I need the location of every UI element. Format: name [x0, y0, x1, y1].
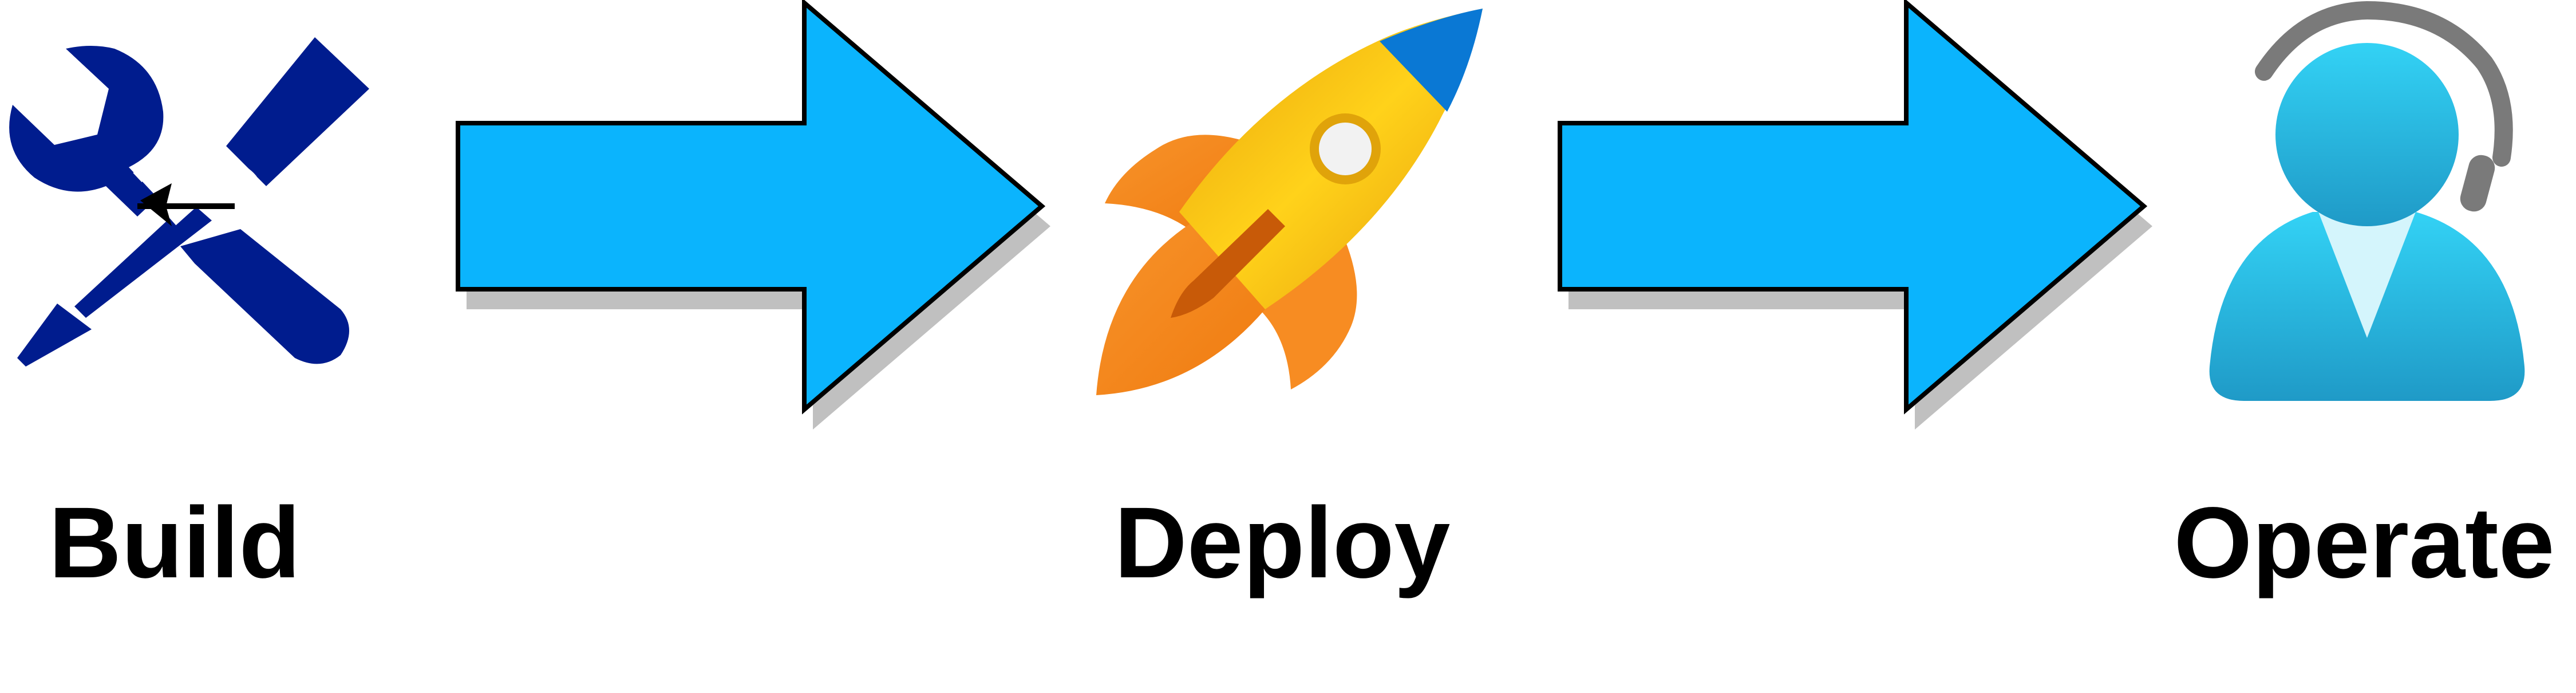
- tools-gap: [133, 124, 257, 226]
- tools-arrowhead: [140, 183, 172, 226]
- rocket-stripe: [1171, 209, 1285, 318]
- headset-band: [2255, 1, 2513, 167]
- arrow-body: [456, 0, 1046, 415]
- screwdriver-shaft: [74, 200, 212, 318]
- flow-arrow-1: [456, 0, 1050, 430]
- headset-earpiece: [2460, 155, 2495, 212]
- wrench-handle: [180, 229, 349, 364]
- step-label-build: Build: [49, 487, 301, 599]
- person-collar: [2318, 212, 2416, 338]
- arrow-body: [1558, 0, 2148, 415]
- rocket-nose: [1380, 9, 1483, 112]
- rocket-window: [1319, 123, 1372, 175]
- person-head: [2275, 43, 2459, 226]
- screwdriver-handle: [226, 37, 369, 186]
- tools-icon: [9, 37, 369, 367]
- rocket-icon: [1096, 9, 1483, 395]
- screwdriver-tip: [17, 304, 92, 367]
- step-label-deploy: Deploy: [1114, 487, 1451, 599]
- wrench-head: [9, 46, 164, 216]
- flow-arrow-2: [1558, 0, 2152, 430]
- step-label-operate: Operate: [2174, 487, 2555, 599]
- support-person-icon: [2209, 1, 2525, 401]
